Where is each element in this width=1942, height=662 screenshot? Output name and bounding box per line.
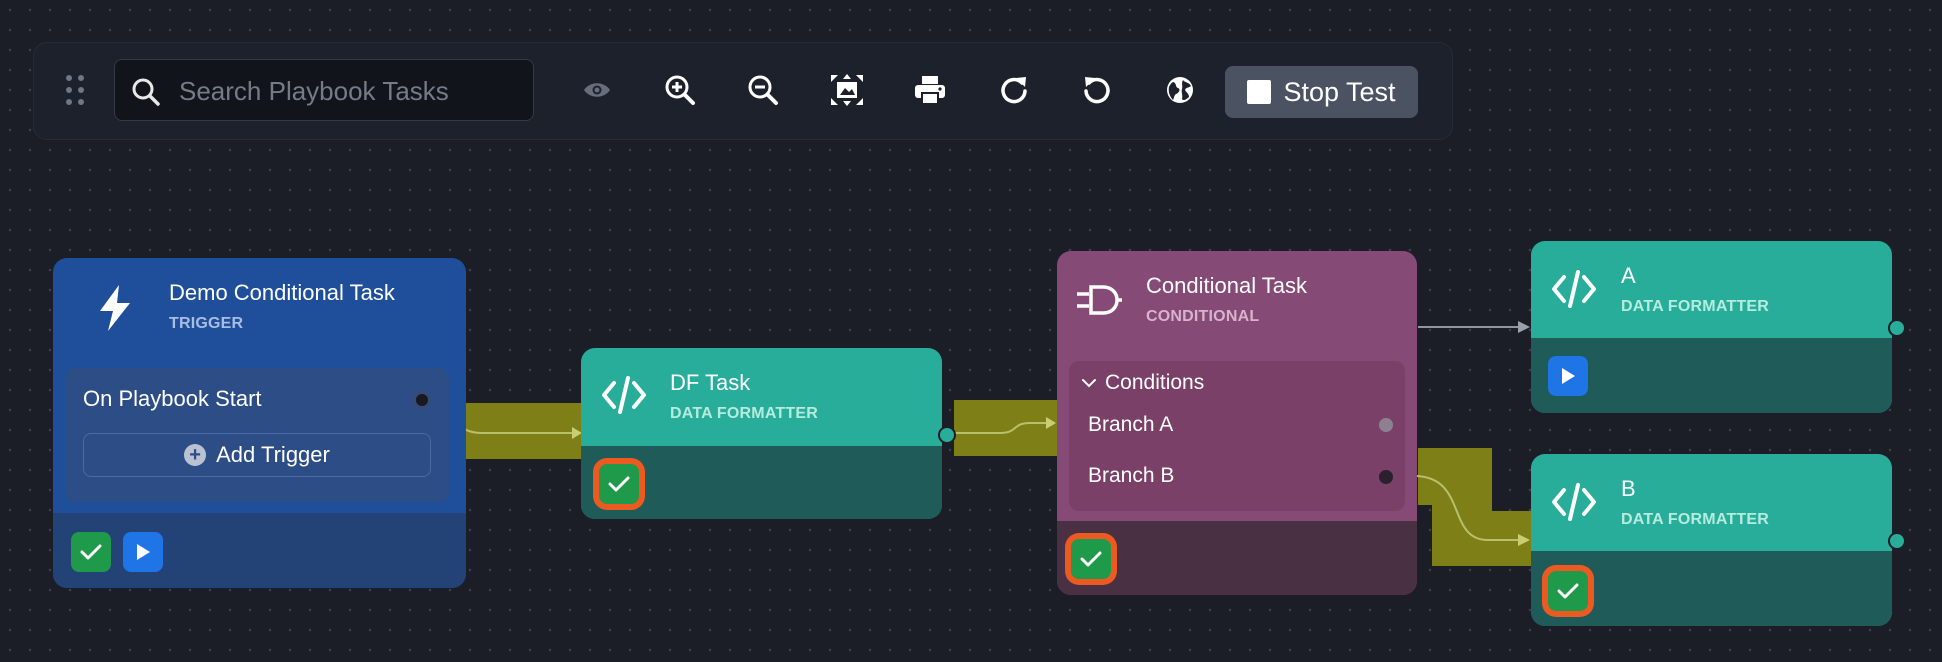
zoom-out-button[interactable] <box>738 65 788 115</box>
edge-highlight-trigger-df <box>466 403 582 459</box>
fit-view-button[interactable] <box>822 65 872 115</box>
trigger-output-handle[interactable] <box>414 392 430 408</box>
b-task-node[interactable]: B DATA FORMATTER <box>1531 454 1892 626</box>
plus-icon: + <box>184 444 207 466</box>
code-icon <box>1552 483 1596 521</box>
print-button[interactable] <box>905 65 955 115</box>
toggle-visibility-button[interactable] <box>572 65 622 115</box>
drag-handle-icon[interactable] <box>64 73 86 107</box>
add-trigger-label: Add Trigger <box>216 442 330 467</box>
check-icon <box>80 544 102 560</box>
eye-icon <box>584 83 610 97</box>
play-icon <box>1562 368 1575 384</box>
edge-df-cond[interactable] <box>946 422 1048 434</box>
conditions-panel: Conditions Branch A Branch B <box>1069 361 1405 511</box>
status-success-badge[interactable] <box>71 532 111 572</box>
node-footer <box>53 513 466 588</box>
conditional-task-node[interactable]: Conditional Task CONDITIONAL Conditions … <box>1057 251 1417 595</box>
branch-a-handle[interactable] <box>1379 418 1393 432</box>
node-type-label: DATA FORMATTER <box>670 405 818 422</box>
edge-cond-b[interactable] <box>1413 475 1520 541</box>
run-button[interactable] <box>1548 356 1588 396</box>
chevron-down-icon <box>1082 379 1096 388</box>
branch-b-handle[interactable] <box>1379 470 1393 484</box>
zoom-out-icon <box>748 75 778 105</box>
trigger-item-label: On Playbook Start <box>83 386 262 411</box>
conditions-toggle[interactable]: Conditions <box>1081 371 1204 395</box>
node-footer <box>1057 521 1417 595</box>
node-title: A <box>1621 263 1636 288</box>
check-icon <box>1080 551 1102 567</box>
edge-arrow-icon <box>572 427 582 439</box>
search-input[interactable] <box>177 73 521 109</box>
branch-a-label: Branch A <box>1088 413 1174 436</box>
status-success-badge[interactable] <box>1071 539 1111 579</box>
a-task-output-handle[interactable] <box>1888 319 1906 337</box>
lightning-icon <box>100 285 130 331</box>
trigger-node[interactable]: Demo Conditional Task TRIGGER On Playboo… <box>53 258 466 588</box>
trigger-list: On Playbook Start + Add Trigger <box>65 368 449 502</box>
b-task-output-handle[interactable] <box>1888 532 1906 550</box>
print-icon <box>915 76 945 105</box>
df-task-node[interactable]: DF Task DATA FORMATTER <box>581 348 942 519</box>
search-box <box>114 59 534 121</box>
canvas-toolbar: Stop Test <box>33 42 1453 140</box>
branch-b-label: Branch B <box>1088 464 1175 487</box>
zoom-in-icon <box>665 75 695 105</box>
node-title: Demo Conditional Task <box>169 280 395 305</box>
status-success-badge[interactable] <box>1548 571 1588 611</box>
globe-button[interactable] <box>1155 65 1205 115</box>
globe-icon <box>1167 77 1193 103</box>
check-icon <box>1557 583 1579 599</box>
node-title: DF Task <box>670 370 751 395</box>
conditions-label: Conditions <box>1105 371 1205 394</box>
node-footer <box>1531 338 1892 413</box>
stop-icon <box>1247 80 1272 104</box>
edge-arrow-icon <box>1518 534 1530 546</box>
a-task-node[interactable]: A DATA FORMATTER <box>1531 241 1892 413</box>
zoom-in-button[interactable] <box>655 65 705 115</box>
node-type-label: DATA FORMATTER <box>1621 511 1769 528</box>
check-icon <box>608 476 630 492</box>
plug-icon <box>1077 285 1122 315</box>
edge-arrow-icon <box>1046 417 1056 429</box>
redo-icon <box>1001 77 1027 104</box>
node-type-label: TRIGGER <box>169 315 244 332</box>
edge-arrow-icon <box>1518 321 1530 333</box>
node-footer <box>581 446 942 519</box>
stop-test-button[interactable]: Stop Test <box>1225 66 1418 118</box>
stop-test-label: Stop Test <box>1283 76 1396 107</box>
node-type-label: CONDITIONAL <box>1146 308 1260 325</box>
run-button[interactable] <box>123 532 163 572</box>
df-task-output-handle[interactable] <box>938 426 956 444</box>
add-trigger-button[interactable]: + Add Trigger <box>83 433 431 477</box>
play-icon <box>137 544 150 560</box>
undo-icon <box>1084 77 1110 104</box>
undo-button[interactable] <box>1072 65 1122 115</box>
search-icon <box>132 78 160 106</box>
code-icon <box>602 376 646 414</box>
node-title: B <box>1621 476 1636 501</box>
node-type-label: DATA FORMATTER <box>1621 298 1769 315</box>
node-title: Conditional Task <box>1146 273 1308 298</box>
status-success-badge[interactable] <box>599 464 639 504</box>
node-footer <box>1531 551 1892 626</box>
edge-highlight-cond-b <box>1418 448 1532 566</box>
edge-highlight-df-cond <box>954 400 1058 456</box>
fit-view-icon <box>831 74 863 106</box>
code-icon <box>1552 270 1596 308</box>
redo-button[interactable] <box>989 65 1039 115</box>
